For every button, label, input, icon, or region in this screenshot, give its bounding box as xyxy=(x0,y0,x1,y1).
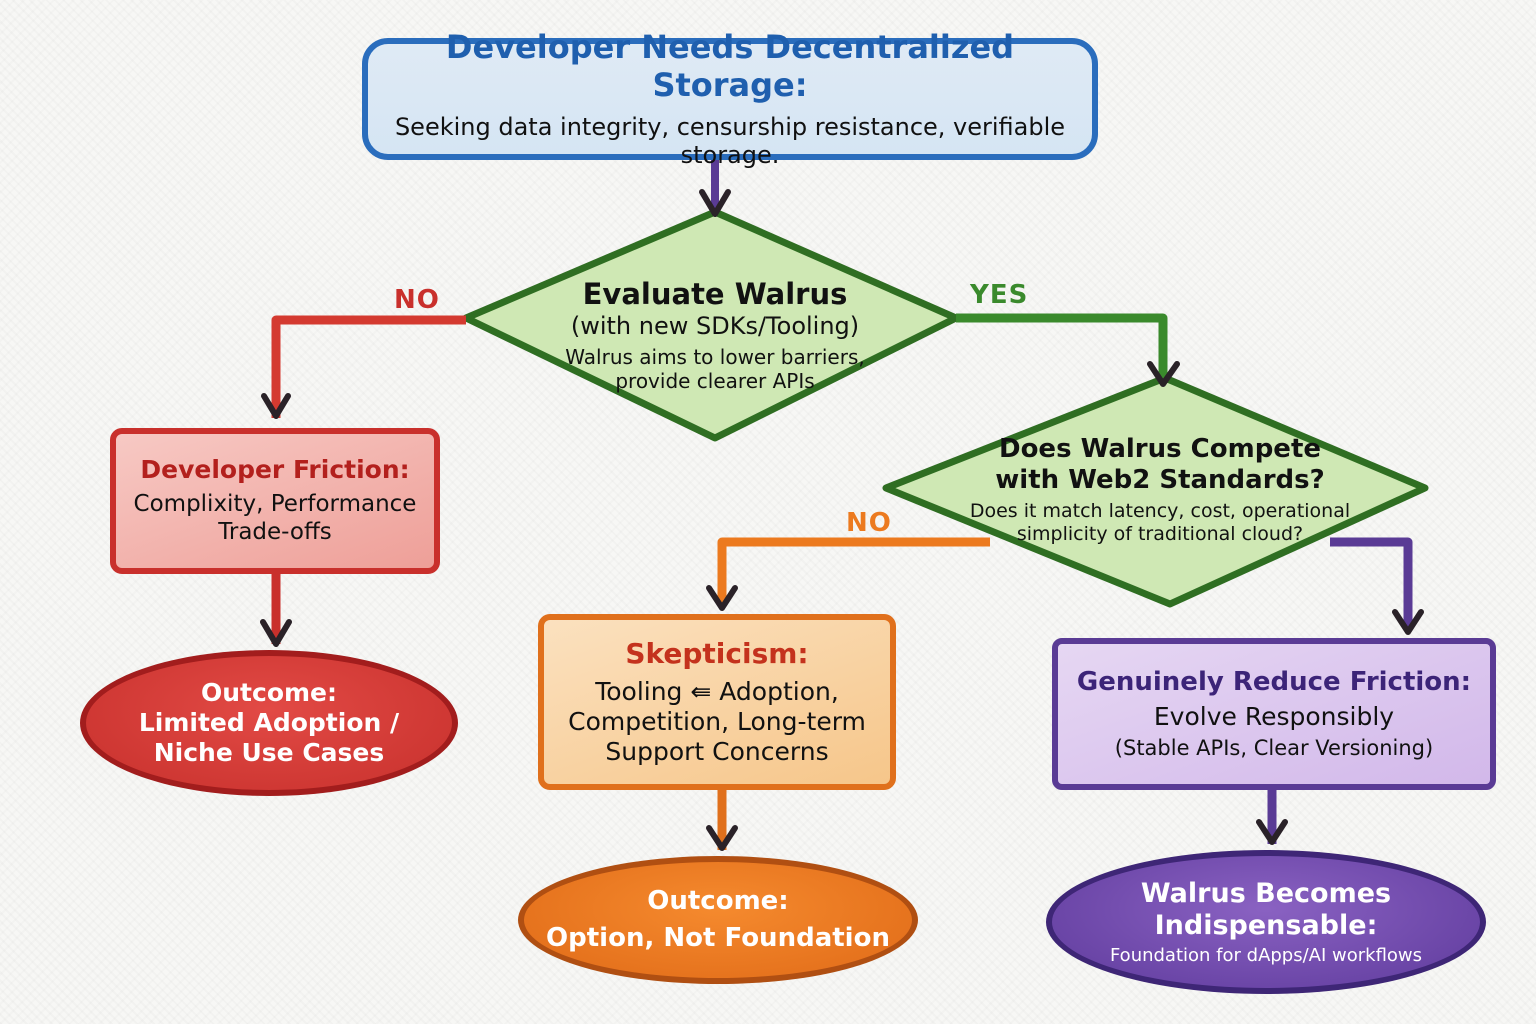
decision-compete-shape[interactable] xyxy=(882,374,1429,608)
skepticism-line2: Competition, Long-term xyxy=(568,706,866,736)
reduce-friction-title: Genuinely Reduce Friction: xyxy=(1076,666,1472,697)
start-node[interactable]: Developer Needs Decentralized Storage: S… xyxy=(362,28,1098,169)
outcome-indispensable-line3: Foundation for dApps/AI workflows xyxy=(1109,944,1423,966)
outcome-indispensable[interactable]: Walrus Becomes Indispensable: Foundation… xyxy=(1046,850,1486,994)
edge-label-no-left: NO xyxy=(394,285,440,315)
outcome-limited-line1: Outcome: xyxy=(201,678,337,707)
reduce-friction-line2: (Stable APIs, Clear Versioning) xyxy=(1114,736,1434,760)
outcome-limited-line2: Limited Adoption / xyxy=(138,708,400,737)
arrowhead-icon xyxy=(260,619,292,647)
arrowhead-icon xyxy=(1256,819,1288,845)
decision-evaluate[interactable]: Evaluate Walrus (with new SDKs/Tooling) … xyxy=(520,255,910,415)
decision-evaluate-shape[interactable] xyxy=(462,208,960,442)
outcome-option-not-foundation[interactable]: Outcome: Option, Not Foundation xyxy=(518,856,918,984)
start-title: Developer Needs Decentralized Storage: xyxy=(445,27,1015,105)
skepticism-line3: Support Concerns xyxy=(605,736,829,766)
outcome-limited-adoption[interactable]: Outcome: Limited Adoption / Niche Use Ca… xyxy=(80,650,458,796)
decision-evaluate-line2: (with new SDKs/Tooling) xyxy=(570,312,860,340)
friction-node[interactable]: Developer Friction: Complixity, Performa… xyxy=(110,428,440,574)
reduce-friction-node[interactable]: Genuinely Reduce Friction: Evolve Respon… xyxy=(1052,638,1496,790)
decision-compete-title-2: with Web2 Standards? xyxy=(995,465,1325,496)
decision-compete-title-1: Does Walrus Compete xyxy=(998,434,1322,465)
outcome-indispensable-line2: Indispensable: xyxy=(1154,910,1378,942)
start-subtitle: Seeking data integrity, censurship resis… xyxy=(394,112,1066,170)
arrowhead-icon xyxy=(1392,609,1424,635)
decision-evaluate-line4: provide clearer APIs xyxy=(615,368,815,393)
outcome-option-line2: Option, Not Foundation xyxy=(546,923,890,953)
decision-compete-sub-1: Does it match latency, cost, operational xyxy=(969,500,1351,523)
skepticism-node[interactable]: Skepticism: Tooling ⇚ Adoption, Competit… xyxy=(538,614,896,790)
reduce-friction-line1: Evolve Responsibly xyxy=(1153,702,1395,731)
outcome-indispensable-line1: Walrus Becomes xyxy=(1140,877,1392,909)
arrowhead-icon xyxy=(1147,361,1180,387)
skepticism-line1: Tooling ⇚ Adoption, xyxy=(595,676,839,706)
decision-compete-sub-2: simplicity of traditional cloud? xyxy=(1016,523,1304,546)
edge-label-no-bottom: NO xyxy=(846,508,892,538)
edge-label-yes: YES xyxy=(970,280,1029,310)
edge-evaluate-no xyxy=(271,315,466,418)
edge-compete-no xyxy=(717,537,990,606)
skepticism-title: Skepticism: xyxy=(625,637,809,671)
outcome-option-line1: Outcome: xyxy=(647,885,789,916)
arrowhead-icon xyxy=(706,585,738,611)
decision-evaluate-title: Evaluate Walrus xyxy=(582,277,848,312)
outcome-limited-line3: Niche Use Cases xyxy=(153,738,385,767)
arrowhead-icon xyxy=(261,393,291,419)
arrowhead-icon xyxy=(706,825,738,851)
friction-title: Developer Friction: xyxy=(140,455,410,485)
friction-line1: Complixity, Performance xyxy=(133,491,417,518)
arrowhead-icon xyxy=(699,189,731,217)
edge-evaluate-yes xyxy=(956,313,1168,378)
friction-line2: Trade-offs xyxy=(218,519,332,545)
edge-compete-yes xyxy=(1330,537,1413,630)
decision-evaluate-line3: Walrus aims to lower barriers, xyxy=(565,344,865,369)
decision-compete[interactable]: Does Walrus Compete with Web2 Standards?… xyxy=(940,420,1380,560)
